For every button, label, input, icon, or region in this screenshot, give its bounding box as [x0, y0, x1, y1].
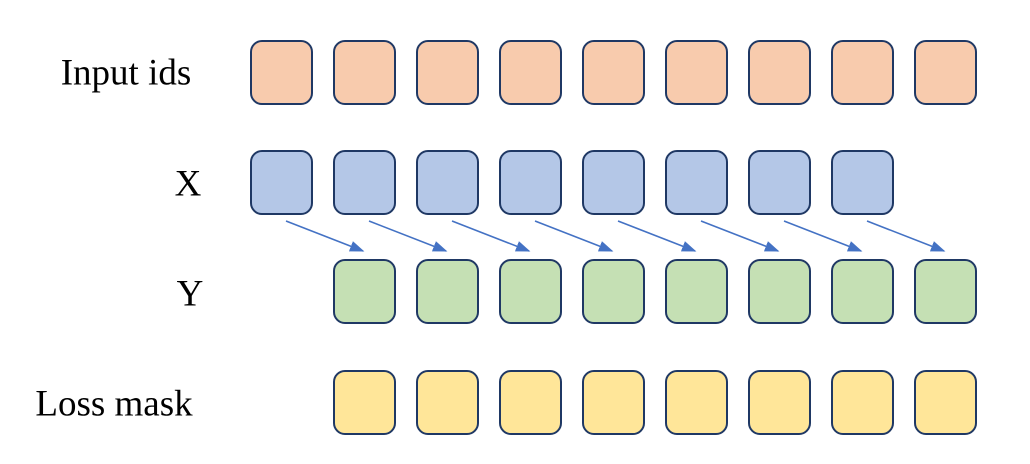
- shift-arrow: [866, 220, 946, 252]
- loss-mask-square: [499, 370, 562, 435]
- y-square: [582, 259, 645, 324]
- loss-mask-square: [914, 370, 977, 435]
- loss-mask-square: [582, 370, 645, 435]
- shift-arrow: [700, 220, 780, 252]
- input-ids-square: [416, 40, 479, 105]
- loss-mask-square: [748, 370, 811, 435]
- x-square: [748, 150, 811, 215]
- x-square: [250, 150, 313, 215]
- loss-mask-square: [831, 370, 894, 435]
- x-square: [333, 150, 396, 215]
- input-ids-square: [748, 40, 811, 105]
- input-ids-square: [582, 40, 645, 105]
- loss-mask-square: [665, 370, 728, 435]
- row-label-loss-mask: Loss mask: [35, 383, 193, 425]
- x-square: [582, 150, 645, 215]
- y-square: [499, 259, 562, 324]
- shift-arrow: [783, 220, 863, 252]
- row-label-x: X: [174, 163, 202, 205]
- y-square: [416, 259, 479, 324]
- x-square: [416, 150, 479, 215]
- input-ids-square: [333, 40, 396, 105]
- loss-mask-square: [416, 370, 479, 435]
- y-square: [665, 259, 728, 324]
- x-square: [665, 150, 728, 215]
- y-square: [831, 259, 894, 324]
- input-ids-square: [250, 40, 313, 105]
- shift-arrow: [285, 220, 365, 252]
- shift-arrow: [534, 220, 614, 252]
- y-square: [914, 259, 977, 324]
- input-ids-square: [499, 40, 562, 105]
- row-label-y: Y: [176, 273, 204, 315]
- row-label-input-ids: Input ids: [60, 52, 192, 94]
- shift-arrow: [617, 220, 697, 252]
- y-square: [333, 259, 396, 324]
- shift-arrow: [368, 220, 448, 252]
- shift-arrow: [451, 220, 531, 252]
- y-square: [748, 259, 811, 324]
- input-ids-square: [665, 40, 728, 105]
- input-ids-square: [914, 40, 977, 105]
- input-ids-square: [831, 40, 894, 105]
- x-square: [499, 150, 562, 215]
- x-square: [831, 150, 894, 215]
- loss-mask-square: [333, 370, 396, 435]
